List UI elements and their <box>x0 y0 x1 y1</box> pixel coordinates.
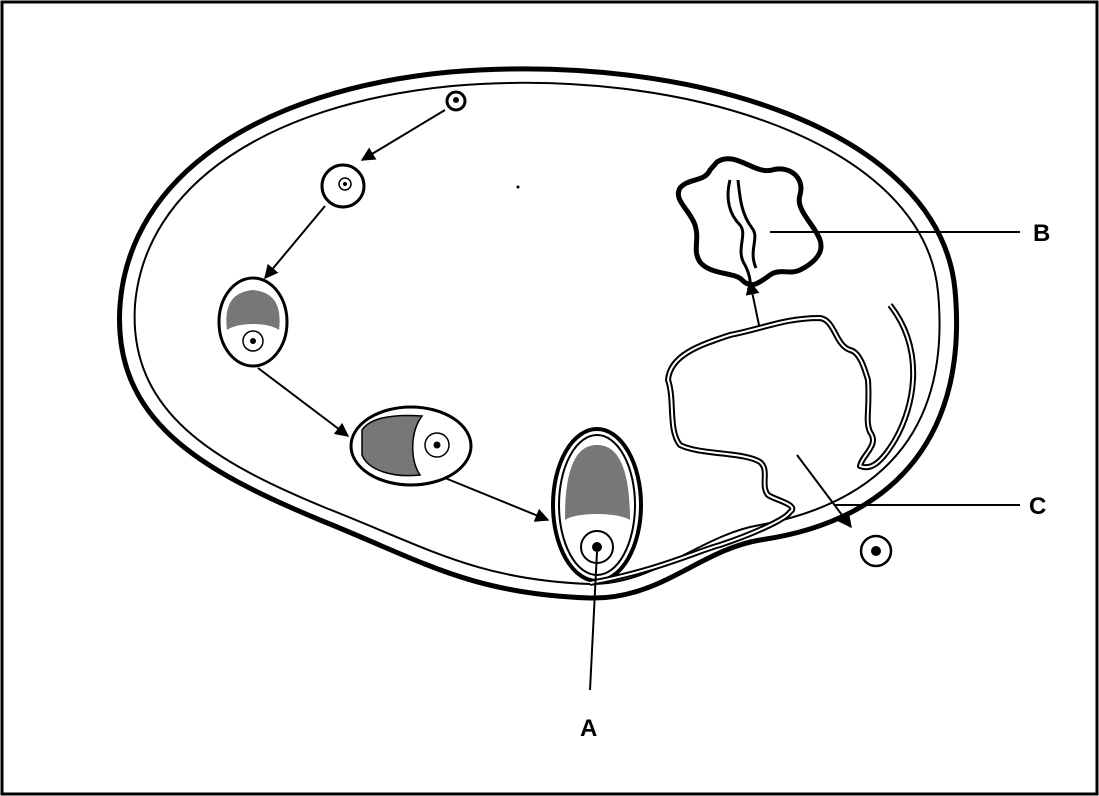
secondary-follicle <box>219 278 287 366</box>
primary-follicle <box>322 165 364 207</box>
speck <box>517 186 520 189</box>
antral-follicle <box>351 407 471 485</box>
primordial-follicle <box>447 92 465 110</box>
label-a: A <box>580 715 597 742</box>
released-oocyte <box>861 536 891 566</box>
label-b: B <box>1033 220 1050 247</box>
label-c: C <box>1029 493 1046 520</box>
